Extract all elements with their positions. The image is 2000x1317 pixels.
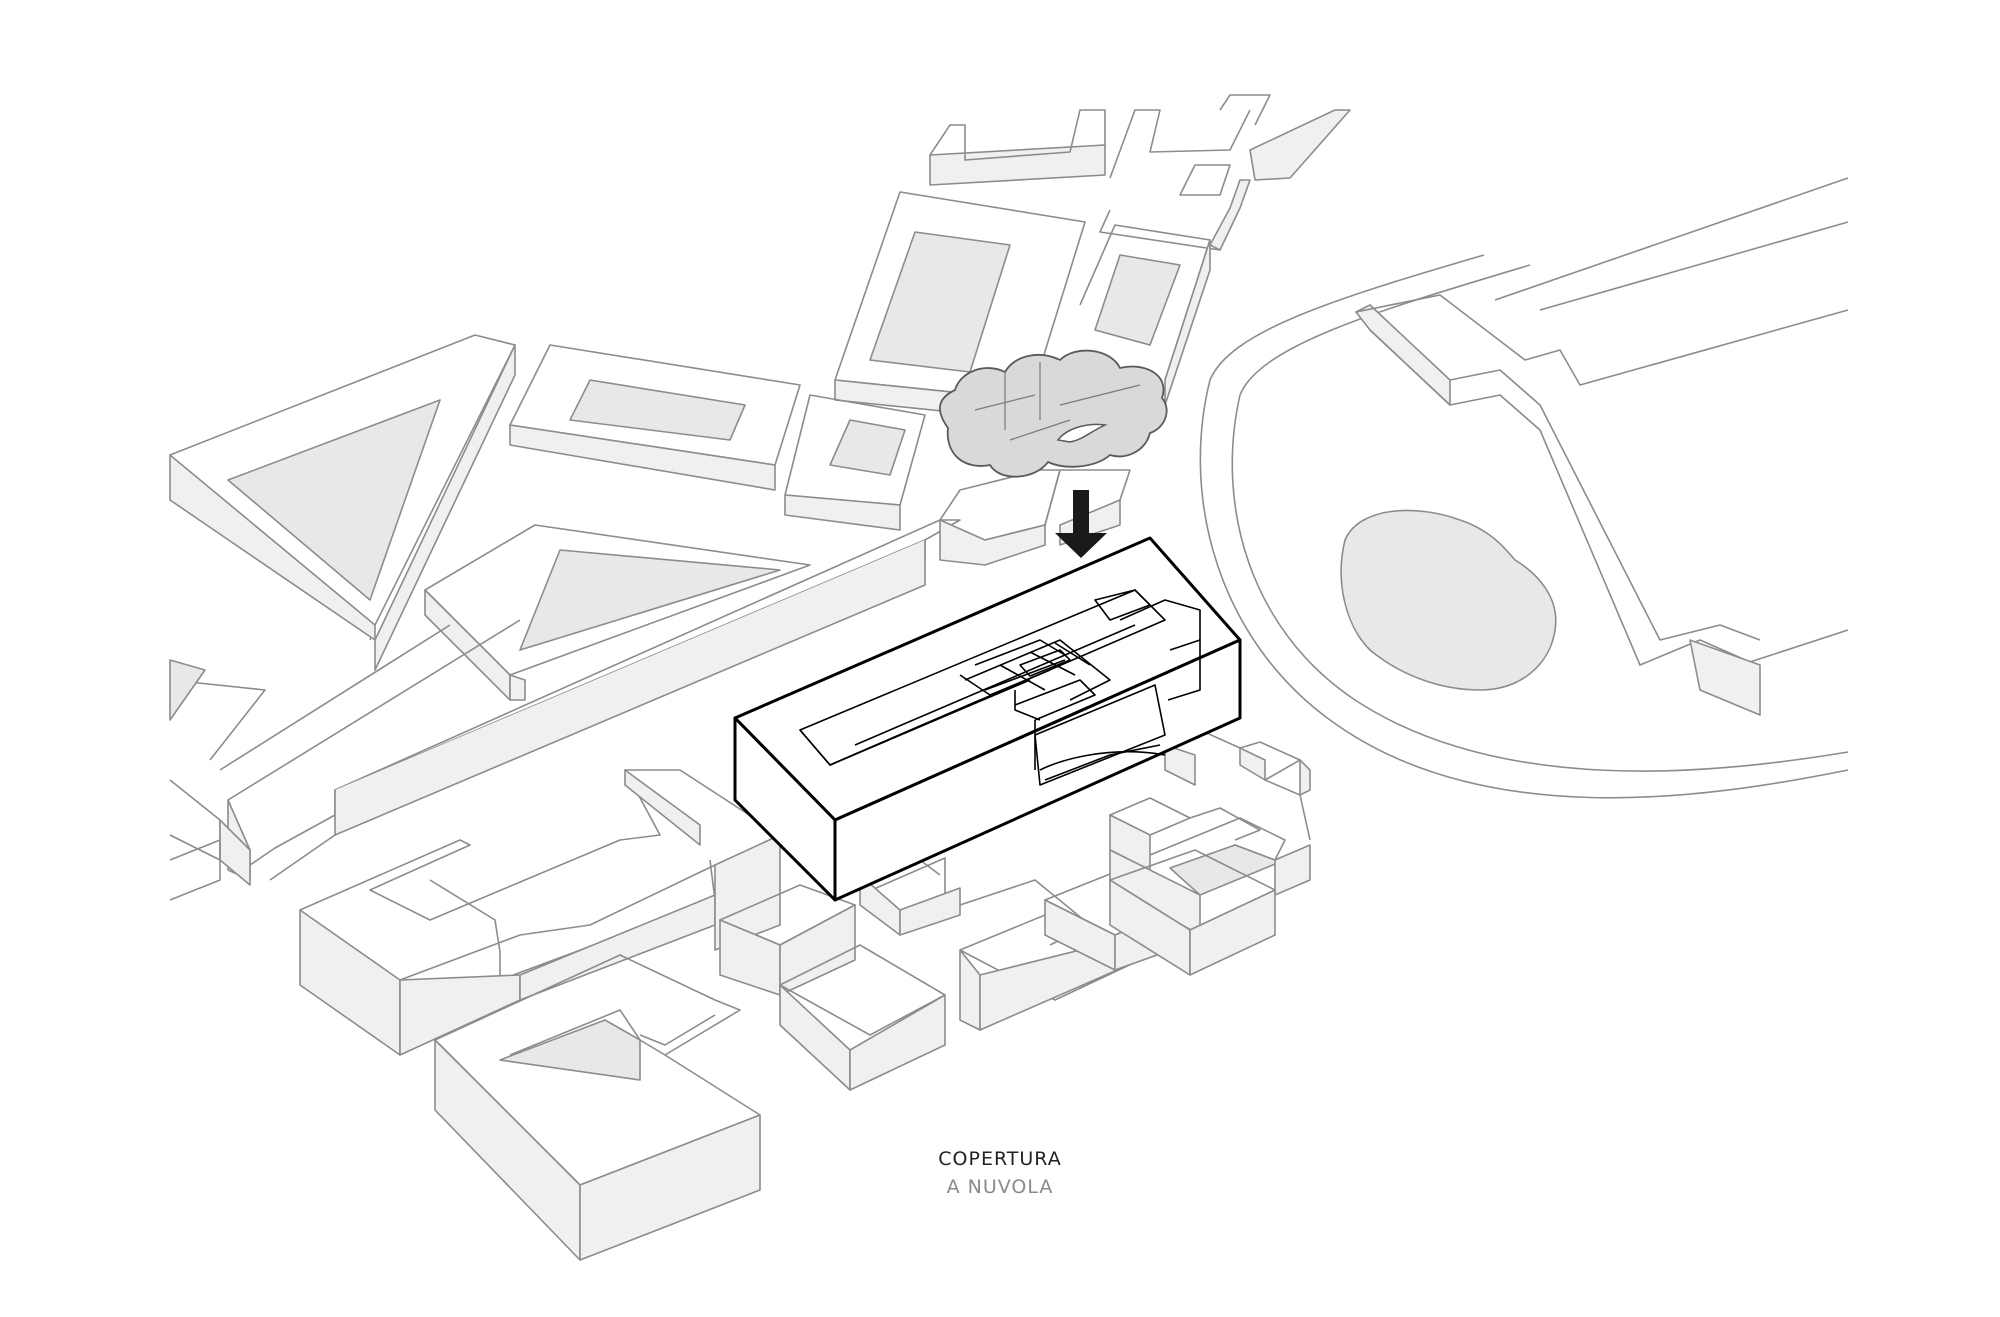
project-building: [733, 536, 1242, 902]
cloud-base-building: [939, 469, 1131, 566]
left-edge-blocks: [169, 659, 266, 901]
avenue-slab: [219, 519, 961, 881]
cloud-icon: [939, 349, 1168, 478]
triangle-block: [169, 334, 516, 671]
boulevard-edge-bottom: [1539, 221, 1849, 311]
arrow-down-icon: [1055, 490, 1107, 558]
lower-triangle-block: [424, 524, 811, 701]
caption-title: COPERTURA: [938, 1148, 1062, 1170]
boulevard-edge-top: [1494, 177, 1849, 301]
park-pond: [1340, 509, 1557, 691]
park-area: [1199, 177, 1849, 799]
south-blocks: [299, 729, 1311, 1261]
park-road-inner: [1231, 264, 1849, 772]
caption-subtitle: A NUVOLA: [946, 1176, 1054, 1198]
park-edge-building: [1355, 294, 1849, 716]
north-blocks: [834, 94, 1351, 421]
park-road-outer: [1199, 254, 1849, 799]
courtyard-block: [509, 344, 926, 531]
